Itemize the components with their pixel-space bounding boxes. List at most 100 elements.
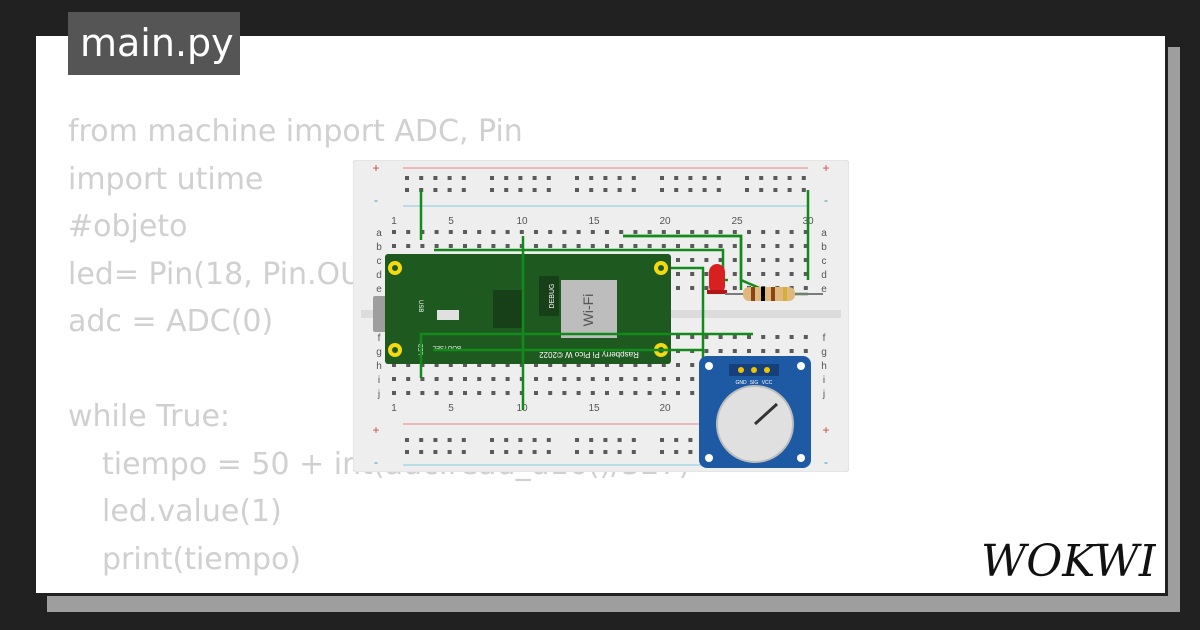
breadboard-hole xyxy=(477,230,482,234)
breadboard-hole xyxy=(761,335,766,339)
rail-hole xyxy=(603,438,608,442)
project-card[interactable]: from machine import ADC, Pin import utim… xyxy=(33,33,1168,596)
rail-hole xyxy=(575,188,579,192)
rail-hole xyxy=(759,176,764,180)
rail-minus-label: - xyxy=(824,455,828,469)
breadboard-hole xyxy=(619,230,624,234)
breadboard-hole xyxy=(789,244,794,248)
breadboard-hole xyxy=(420,230,425,234)
breadboard-hole xyxy=(406,363,411,367)
rail-hole xyxy=(447,438,452,442)
breadboard-hole xyxy=(718,258,723,262)
row-label: i xyxy=(378,375,380,386)
row-label: h xyxy=(376,361,382,372)
rail-hole xyxy=(405,176,409,180)
rail-hole xyxy=(433,176,438,180)
breadboard-hole xyxy=(548,363,553,367)
breadboard-hole xyxy=(434,244,439,248)
breadboard-hole xyxy=(548,377,553,381)
rail-hole xyxy=(660,176,664,180)
rail-hole xyxy=(787,188,792,192)
breadboard-hole xyxy=(392,244,396,248)
code-line: #objeto xyxy=(68,209,188,244)
bootsel-label: BOOTSEL xyxy=(432,344,461,350)
circuit-diagram[interactable]: 1 5 10 15 20 25 30 1 5 10 15 20 a b c d … xyxy=(353,160,849,472)
rail-hole xyxy=(575,176,579,180)
rail-hole xyxy=(461,176,466,180)
rail-hole xyxy=(532,450,537,454)
wire xyxy=(434,248,728,282)
breadboard-hole xyxy=(704,272,709,276)
code-line: adc = ADC(0) xyxy=(68,304,274,339)
breadboard-hole xyxy=(491,391,496,395)
breadboard-hole xyxy=(633,230,638,234)
breadboard-hole xyxy=(605,244,609,248)
breadboard-hole xyxy=(619,377,624,381)
rail-hole xyxy=(603,176,608,180)
file-tab-label: main.py xyxy=(80,21,234,65)
breadboard-hole xyxy=(803,244,808,248)
breadboard-hole xyxy=(690,272,695,276)
breadboard-hole xyxy=(647,244,652,248)
breadboard-hole xyxy=(775,258,780,262)
pot-pointer xyxy=(753,402,779,426)
rail-hole xyxy=(716,188,721,192)
rail-plus-label: + xyxy=(372,161,379,175)
breadboard-hole xyxy=(463,391,467,395)
rail-hole xyxy=(518,450,523,454)
column-label: 5 xyxy=(448,403,454,414)
breadboard-hole xyxy=(747,244,751,248)
rail-hole xyxy=(674,188,679,192)
rail-hole xyxy=(405,438,409,442)
debug-label: DEBUG xyxy=(549,284,556,309)
rail-hole xyxy=(674,438,679,442)
code-line: print(tiempo) xyxy=(102,541,302,577)
rail-hole xyxy=(546,438,551,442)
rail-hole xyxy=(716,176,721,180)
breadboard-hole xyxy=(732,335,737,339)
rail-hole xyxy=(419,450,424,454)
rail-hole xyxy=(504,438,509,442)
breadboard-hole xyxy=(590,230,595,234)
breadboard-hole xyxy=(747,349,751,353)
column-label: 25 xyxy=(731,216,743,227)
pot-pin-label: VCC xyxy=(762,380,773,386)
rail-hole xyxy=(504,188,509,192)
resistor[interactable] xyxy=(725,287,823,301)
breadboard-hole xyxy=(647,363,652,367)
breadboard-hole xyxy=(633,244,638,248)
usb-label: USB xyxy=(417,300,423,312)
breadboard-hole xyxy=(477,391,482,395)
breadboard-hole xyxy=(562,363,567,367)
pot-pin-label: GND xyxy=(735,380,747,386)
rail-hole xyxy=(589,450,594,454)
breadboard-hole xyxy=(392,391,396,395)
led-red[interactable] xyxy=(707,264,727,294)
rail-hole xyxy=(589,188,594,192)
rail-hole xyxy=(589,176,594,180)
row-label: b xyxy=(821,242,827,253)
breadboard-hole xyxy=(463,230,467,234)
breadboard-hole xyxy=(690,377,695,381)
column-label: 15 xyxy=(588,216,600,227)
rail-hole xyxy=(433,188,438,192)
breadboard-hole xyxy=(690,363,695,367)
breadboard-hole xyxy=(590,244,595,248)
rail-hole xyxy=(801,188,806,192)
breadboard-hole xyxy=(434,363,439,367)
breadboard-hole xyxy=(505,377,510,381)
rail-hole xyxy=(490,176,494,180)
row-label: d xyxy=(821,270,827,281)
potentiometer-module[interactable]: GND SIG VCC xyxy=(699,356,811,468)
breadboard-hole xyxy=(747,258,751,262)
column-label: 5 xyxy=(448,216,454,227)
rail-hole xyxy=(674,450,679,454)
pico-w-board[interactable]: Wi-Fi DEBUG BOOTSEL USB LED Raspberry Pi… xyxy=(373,254,671,364)
breadboard-hole xyxy=(761,272,766,276)
rail-hole xyxy=(631,450,636,454)
breadboard-hole xyxy=(676,377,680,381)
breadboard-hole xyxy=(434,230,439,234)
rail-hole xyxy=(702,176,707,180)
file-tab-main-py[interactable]: main.py xyxy=(68,12,240,75)
breadboard-hole xyxy=(477,377,482,381)
